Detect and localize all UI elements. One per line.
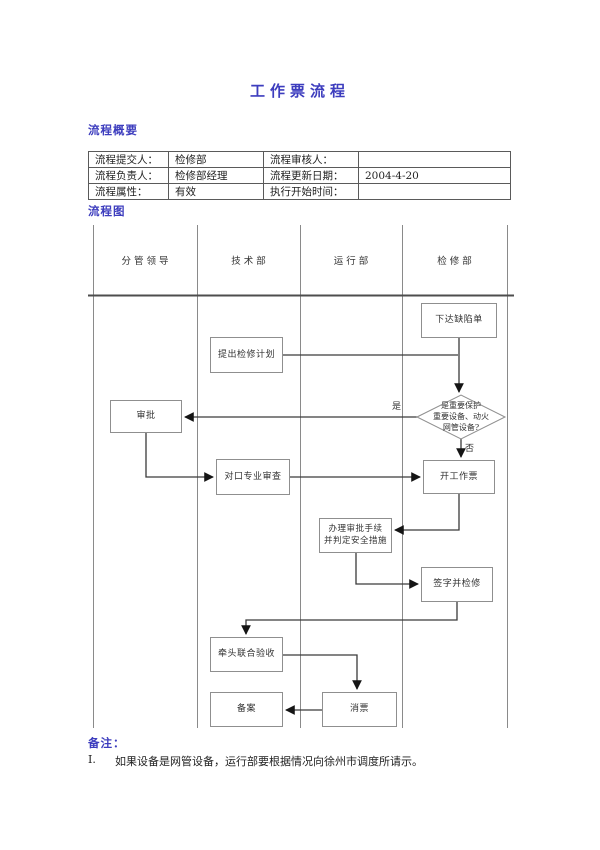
- connector-open-ticket-to-procedures: [394, 494, 460, 535]
- decision-question-label: 是重要保护 重要设备、动火 网管设备?: [433, 401, 489, 433]
- connector-acceptance-to-cancel: [283, 654, 362, 690]
- table-cell-value: [358, 183, 511, 200]
- node-file-record: 备案: [210, 692, 283, 727]
- table-row: 流程提交人： 检修部 流程审核人：: [88, 151, 511, 168]
- lane-header-operations-dept: 运行部: [333, 256, 372, 267]
- node-issue-defect-order: 下达缺陷单: [421, 303, 497, 338]
- node-open-work-ticket: 开工作票: [423, 460, 495, 494]
- process-summary-table: 流程提交人： 检修部 流程审核人： 流程负责人： 检修部经理 流程更新日期： 2…: [88, 151, 511, 200]
- table-row: 流程负责人： 检修部经理 流程更新日期： 2004-4-20: [88, 167, 511, 184]
- connector-procedures-to-sign: [355, 553, 419, 589]
- connector-sign-to-acceptance: [241, 602, 458, 635]
- table-row: 流程属性： 有效 执行开始时间：: [88, 183, 511, 200]
- section-heading-overview: 流程概要: [88, 123, 138, 137]
- table-cell-label: 执行开始时间：: [263, 183, 359, 200]
- table-cell-label: 流程属性：: [88, 183, 169, 200]
- node-handle-approval-procedures: 办理审批手续 并判定安全措施: [319, 518, 392, 553]
- table-cell-value: 检修部经理: [168, 167, 264, 184]
- section-heading-diagram: 流程图: [88, 204, 126, 218]
- table-cell-label: 流程负责人：: [88, 167, 169, 184]
- table-cell-value: 有效: [168, 183, 264, 200]
- page-title: 工作票流程: [249, 82, 350, 100]
- lane-header-technical-dept: 技术部: [231, 256, 269, 267]
- lane-header-supervising-leader: 分管领导: [121, 256, 172, 267]
- table-cell-value: [358, 151, 511, 168]
- connector-approve-to-review: [145, 433, 214, 482]
- table-cell-label: 流程审核人：: [263, 151, 359, 168]
- node-sign-and-repair: 签字并检修: [421, 567, 493, 602]
- table-cell-label: 流程提交人：: [88, 151, 169, 168]
- node-counterpart-review: 对口专业审查: [216, 459, 290, 495]
- node-lead-joint-acceptance: 牵头联合验收: [210, 637, 283, 672]
- branch-label-no: 否: [465, 444, 475, 454]
- note-item: I. 如果设备是网管设备，运行部要根据情况向徐州市调度所请示。: [88, 753, 558, 769]
- note-text: 如果设备是网管设备，运行部要根据情况向徐州市调度所请示。: [115, 755, 423, 768]
- branch-label-yes: 是: [392, 402, 402, 412]
- section-heading-notes: 备注：: [88, 736, 126, 750]
- note-index: I.: [88, 753, 96, 766]
- table-cell-value: 检修部: [168, 151, 264, 168]
- node-approve: 审批: [110, 400, 182, 433]
- node-cancel-ticket: 消票: [322, 692, 397, 727]
- lane-header-maintenance-dept: 检修部: [437, 256, 475, 267]
- table-cell-label: 流程更新日期：: [263, 167, 359, 184]
- flow-connectors: [145, 338, 466, 715]
- node-propose-maintenance-plan: 提出检修计划: [210, 337, 283, 373]
- table-cell-value: 2004-4-20: [358, 167, 511, 184]
